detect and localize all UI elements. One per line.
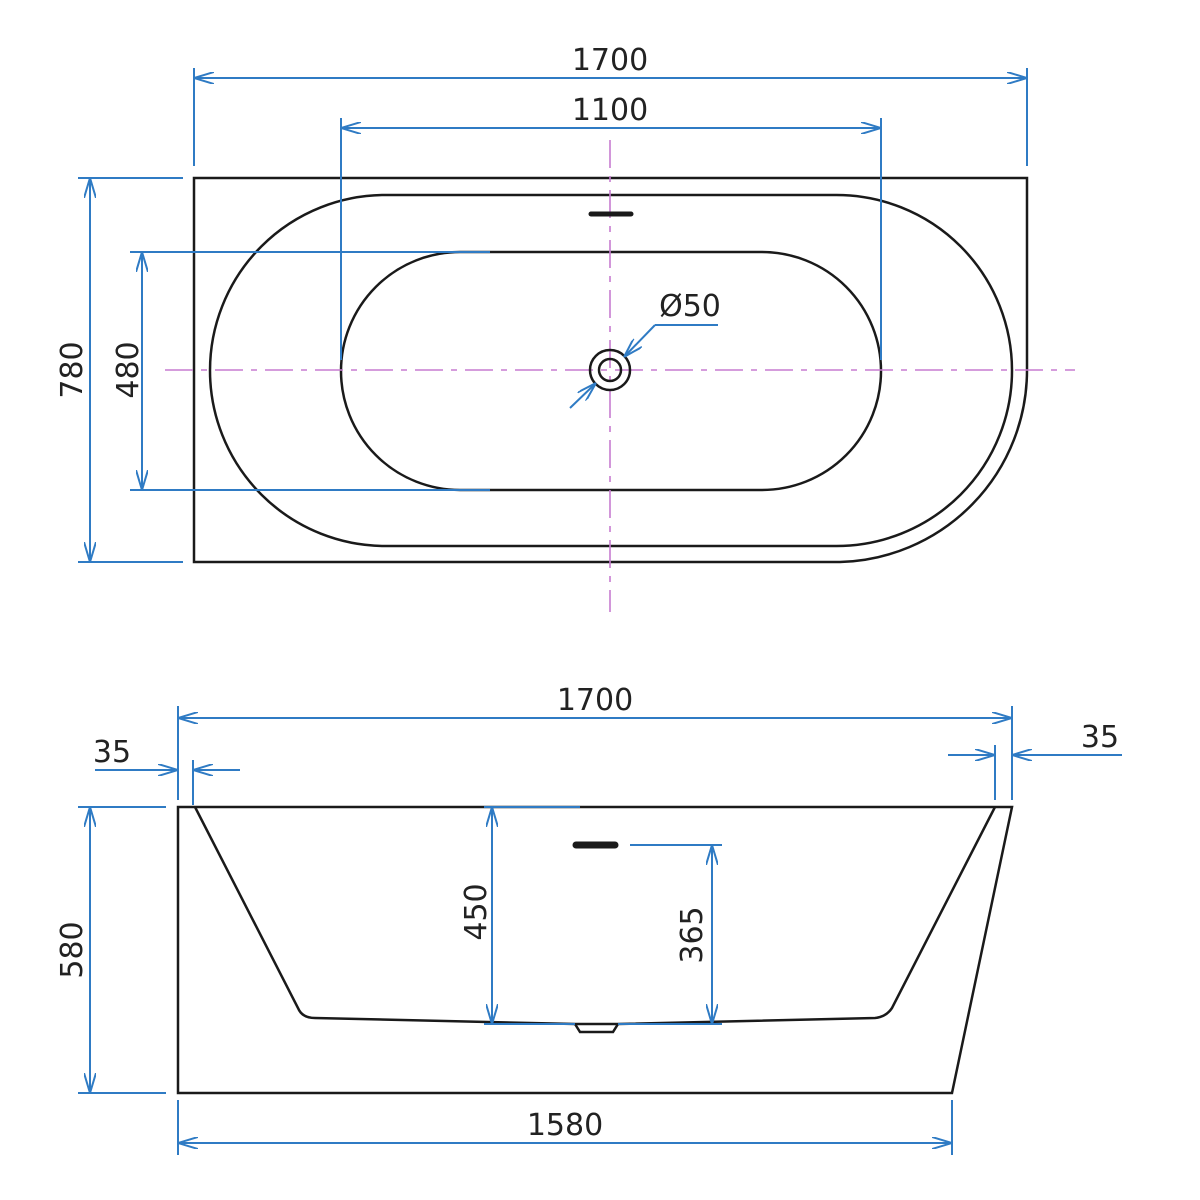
drain-leader-line bbox=[624, 324, 656, 357]
dim-label-drain-diameter: Ø50 bbox=[659, 289, 721, 324]
dim-label-overall-length: 1700 bbox=[572, 43, 648, 78]
dim-label-height: 580 bbox=[55, 921, 90, 978]
dim-label-rim-left: 35 bbox=[93, 735, 131, 770]
dim-label-overflow-height: 365 bbox=[675, 906, 710, 963]
drain-outer-circle bbox=[588, 348, 632, 392]
drain-inner-circle bbox=[597, 357, 623, 383]
side-view: 1700 35 35 580 450 365 1580 bbox=[55, 683, 1122, 1155]
top-view: 1700 1100 780 480 Ø50 bbox=[55, 43, 1075, 612]
tub-inner-profile bbox=[193, 806, 997, 1026]
dim-label-base-length: 1580 bbox=[527, 1108, 603, 1143]
dim-label-rim-right: 35 bbox=[1081, 720, 1119, 755]
dim-label-inner-length: 1100 bbox=[572, 93, 648, 128]
dim-label-inner-depth: 450 bbox=[459, 883, 494, 940]
tub-outer-outline bbox=[192, 176, 1029, 564]
tub-rim-oval bbox=[208, 193, 1014, 548]
dim-label-inner-width: 480 bbox=[111, 341, 146, 398]
drain-leader-line bbox=[569, 383, 596, 409]
drain-fitting bbox=[573, 1023, 620, 1034]
tub-basin-oval bbox=[339, 250, 883, 492]
dim-label-overall-width: 780 bbox=[55, 341, 90, 398]
tub-side-outline bbox=[176, 805, 1014, 1095]
dim-label-side-length: 1700 bbox=[557, 683, 633, 718]
